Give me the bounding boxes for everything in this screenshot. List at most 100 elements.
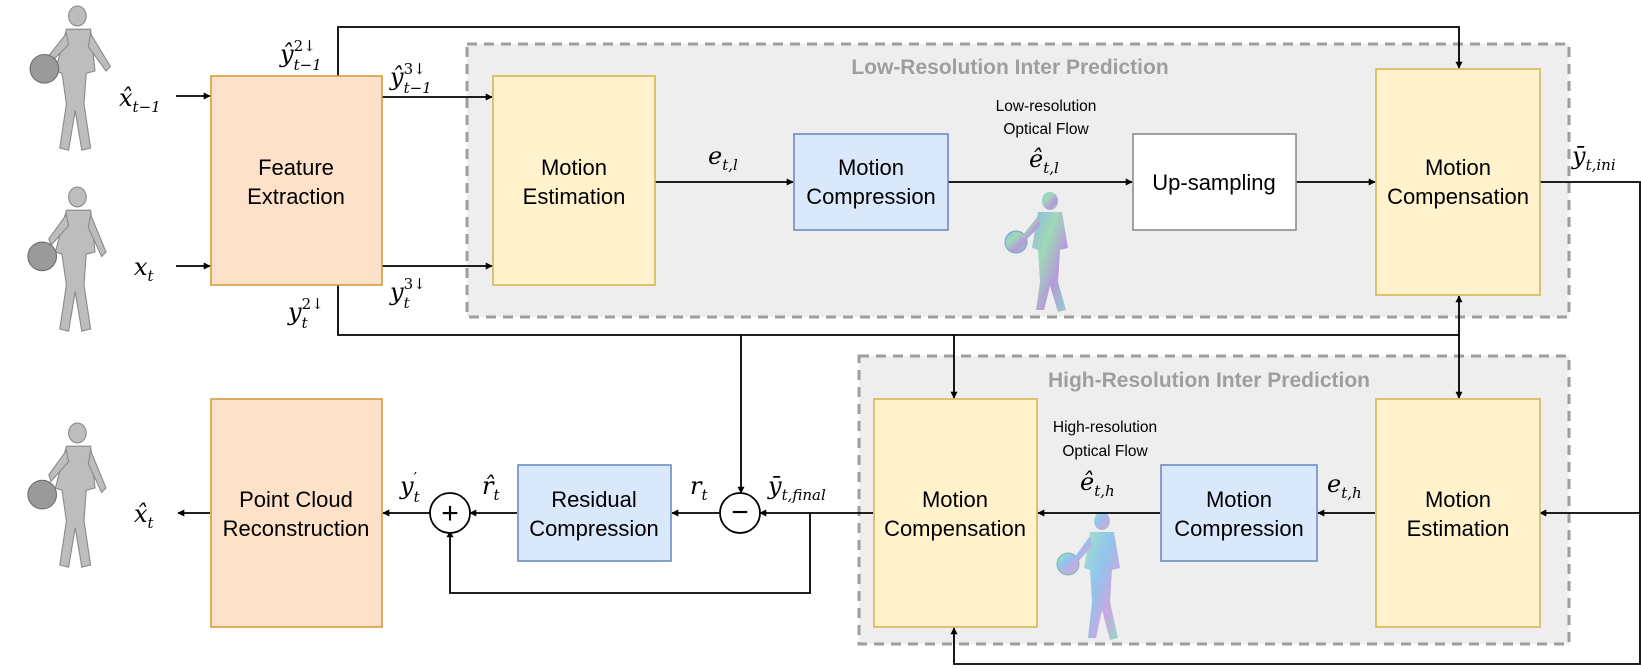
y_t_2-sub: t	[302, 314, 309, 332]
e_th-sub: t,h	[1341, 484, 1361, 502]
svg-text:Reconstruction: Reconstruction	[223, 516, 370, 541]
y_prime_t-base: y	[399, 472, 414, 500]
label-y-t-3: y3↓t	[389, 275, 426, 312]
motion-compression-low-block: Motion Compression	[793, 133, 949, 231]
y_hat_prev_2-sup: 2↓	[294, 37, 316, 55]
svg-text:Motion: Motion	[1206, 487, 1272, 512]
svg-text:Motion: Motion	[541, 155, 607, 180]
svg-text:Extraction: Extraction	[247, 184, 345, 209]
y_t_3-sub: t	[404, 294, 411, 312]
svg-text:Optical Flow: Optical Flow	[1003, 121, 1089, 138]
arrow-yhat2-to-mc-low	[337, 26, 1463, 76]
y_t_2-base: y	[287, 298, 302, 326]
y_t_3-sup: 3↓	[404, 275, 426, 293]
svg-text:Motion: Motion	[1425, 487, 1491, 512]
label-ehat-tl: êt,l	[1029, 145, 1059, 177]
e_tl-base: e	[708, 142, 722, 170]
point-cloud-reconstruction-block: Point Cloud Reconstruction	[210, 398, 383, 628]
y_hat_prev_2-base: ŷ	[279, 40, 294, 68]
y_bar_ini-sub: t,ini	[1586, 156, 1616, 174]
high-res-optical-flow-figure	[1056, 512, 1120, 640]
y_bar_final-base: ȳ	[767, 472, 782, 500]
y_hat_prev_3-sub: t−1	[404, 79, 432, 97]
svg-text:Point Cloud: Point Cloud	[239, 487, 353, 512]
wire-ybar-ini	[950, 181, 1641, 665]
x_t-base: x	[134, 253, 148, 281]
low-res-optical-flow-figure	[1004, 192, 1068, 312]
residual-compression-block: Residual Compression	[517, 464, 672, 562]
low-res-region-title: Low-Resolution Inter Prediction	[851, 56, 1168, 79]
svg-text:Compression: Compression	[529, 516, 659, 541]
r_hat_t-base: r̂	[482, 472, 495, 500]
x_t-sub: t	[148, 267, 155, 285]
label-x-t: xt	[134, 253, 155, 285]
svg-text:Estimation: Estimation	[1407, 516, 1510, 541]
point-cloud-current-frame	[27, 186, 107, 332]
label-ybar-final: ȳt,final	[767, 472, 826, 504]
x_hat_prev-sub: t−1	[133, 98, 161, 116]
add-operator: +	[429, 492, 471, 534]
e_hat_th-base: ê	[1080, 468, 1094, 496]
y_t_2-sup: 2↓	[302, 295, 324, 313]
svg-text:−: −	[731, 496, 749, 529]
y_hat_prev_3-sup: 3↓	[404, 60, 426, 78]
x_hat_prev-base: x̂	[119, 84, 133, 112]
label-xhat-t: x̂t	[134, 500, 155, 532]
e_th-base: e	[1327, 470, 1341, 498]
svg-text:Low-resolution: Low-resolution	[996, 98, 1097, 115]
e_hat_th-sub: t,h	[1094, 482, 1114, 500]
svg-text:Feature: Feature	[258, 155, 334, 180]
wire-y2-bus	[337, 284, 1459, 336]
label-rhat-t: r̂t	[482, 472, 500, 504]
label-e-th: et,h	[1327, 470, 1362, 502]
svg-text:Up-sampling: Up-sampling	[1152, 170, 1276, 195]
y_t_3-base: y	[389, 278, 404, 306]
feature-extraction-block: Feature Extraction	[210, 75, 383, 286]
subtract-operator: −	[719, 492, 761, 534]
label-y-prime-t: y′t	[399, 469, 421, 506]
e_hat_tl-sub: t,l	[1043, 159, 1059, 177]
svg-text:Motion: Motion	[1425, 155, 1491, 180]
high-res-flow-note: High-resolution Optical Flow	[1053, 419, 1157, 460]
label-e-tl: et,l	[708, 142, 738, 174]
point-cloud-reconstructed	[27, 422, 107, 568]
e_hat_tl-base: ê	[1029, 145, 1043, 173]
svg-text:+: +	[441, 497, 459, 530]
label-yhat-prev-2: ŷ2↓t−1	[279, 37, 322, 74]
y_bar_final-sub: t,final	[782, 486, 826, 504]
svg-text:High-resolution: High-resolution	[1053, 419, 1157, 436]
motion-estimation-low-block: Motion Estimation	[492, 75, 656, 286]
svg-text:Compression: Compression	[1174, 516, 1304, 541]
svg-text:Compensation: Compensation	[1387, 184, 1529, 209]
svg-text:Estimation: Estimation	[523, 184, 626, 209]
upsampling-block: Up-sampling	[1132, 133, 1297, 231]
x_hat_t-sub: t	[148, 514, 155, 532]
svg-text:Compensation: Compensation	[884, 516, 1026, 541]
label-y-t-2: y2↓t	[287, 295, 324, 332]
y_prime_t-sub: t	[414, 488, 421, 506]
motion-compensation-low-block: Motion Compensation	[1375, 68, 1541, 296]
r_t-base: r	[690, 472, 703, 500]
y_hat_prev_3-base: ŷ	[389, 63, 404, 91]
motion-compression-high-block: Motion Compression	[1160, 464, 1318, 562]
motion-estimation-high-block: Motion Estimation	[1375, 398, 1541, 628]
y_bar_ini-base: ȳ	[1571, 142, 1586, 170]
label-xhat-prev: x̂t−1	[119, 84, 161, 116]
r_t-sub: t	[701, 486, 708, 504]
svg-text:Optical Flow: Optical Flow	[1062, 443, 1148, 460]
x_hat_t-base: x̂	[134, 500, 148, 528]
label-r-t: rt	[690, 472, 708, 504]
y_hat_prev_2-sub: t−1	[294, 56, 322, 74]
svg-text:Compression: Compression	[806, 184, 936, 209]
y_prime_t-sup: ′	[414, 469, 418, 487]
label-yhat-prev-3: ŷ3↓t−1	[389, 60, 432, 97]
point-cloud-prev-frame	[29, 5, 112, 151]
svg-text:Motion: Motion	[922, 487, 988, 512]
wire-ybar-final-bypass	[446, 513, 811, 594]
high-res-region-title: High-Resolution Inter Prediction	[1048, 369, 1370, 392]
motion-compensation-high-block: Motion Compensation	[873, 398, 1038, 628]
svg-text:Residual: Residual	[551, 487, 637, 512]
math-labels: x̂t−1 xt x̂t ŷ2↓t−1 ŷ3↓t−1 y3↓t y2↓t et,…	[119, 37, 1616, 532]
label-ehat-th: êt,h	[1080, 468, 1115, 500]
